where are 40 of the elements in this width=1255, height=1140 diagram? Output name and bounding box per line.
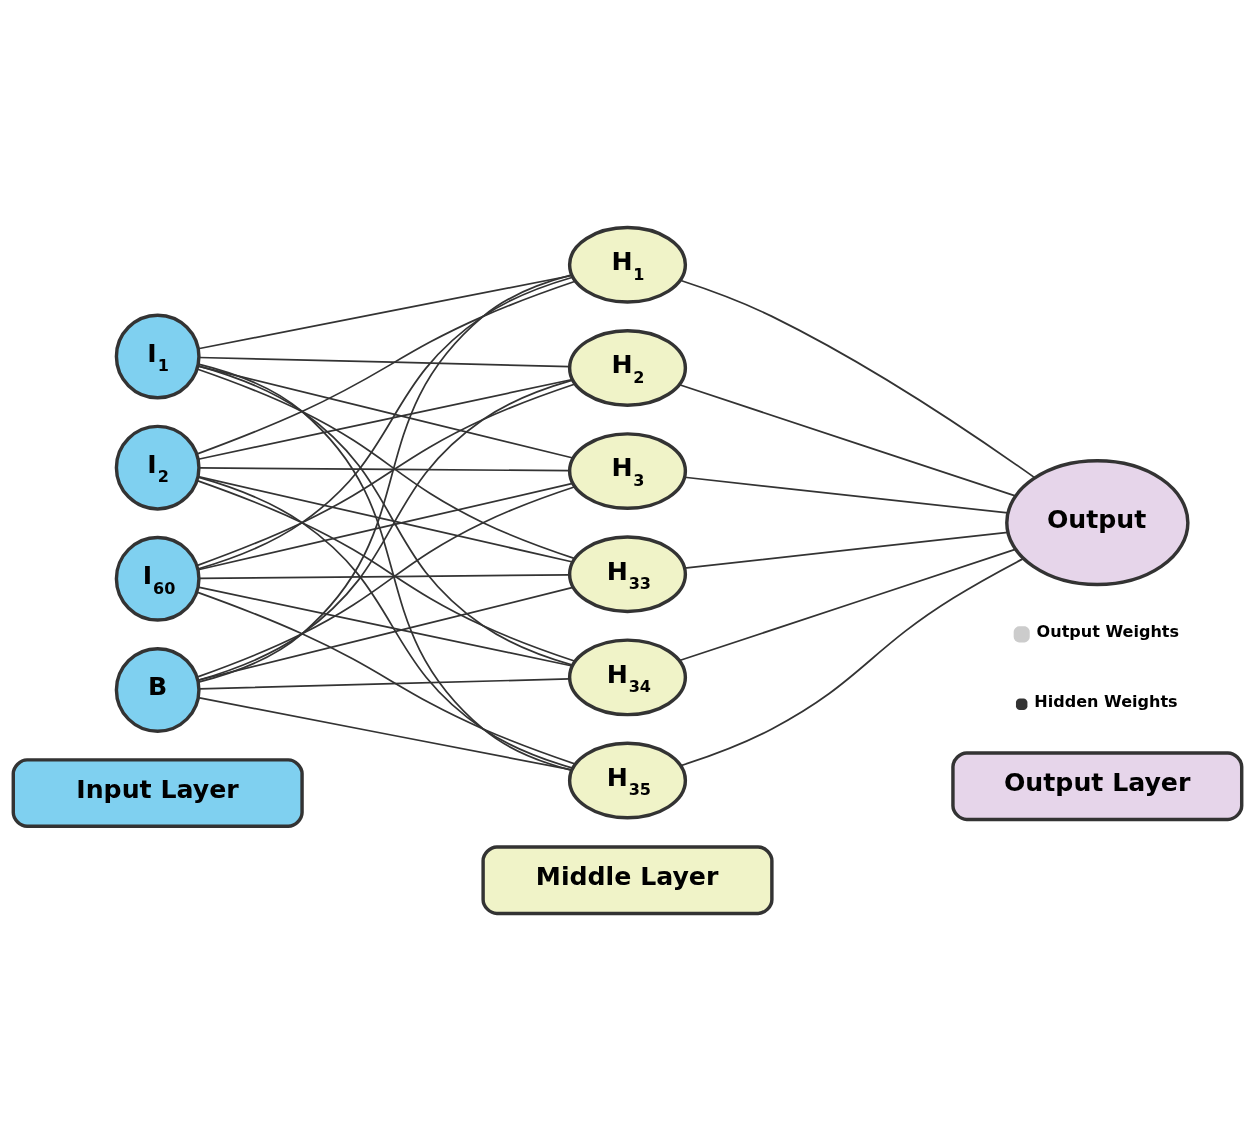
connector [198, 573, 571, 579]
node-ellipse: H$_{35}$ [567, 741, 688, 819]
node-box: Output Layer [951, 750, 1244, 821]
connector [198, 466, 571, 472]
legend-label: Output Weights [1036, 621, 1180, 641]
connector [198, 677, 571, 690]
connector [683, 475, 1009, 514]
connector [197, 274, 573, 350]
connector [196, 590, 577, 765]
connector [196, 275, 574, 570]
legend-label: Hidden Weights [1034, 691, 1178, 711]
node-ellipse: H$_{3}$ [567, 431, 688, 510]
node-circle: I$_{1}$ [114, 313, 201, 399]
node-ellipse: Output [1005, 458, 1190, 586]
connector [680, 557, 1025, 766]
connector [679, 278, 1036, 478]
connector [197, 586, 574, 681]
node-ellipse: H$_{1}$ [567, 225, 688, 304]
connector [197, 273, 573, 683]
connector [197, 378, 574, 460]
connector [683, 531, 1009, 569]
connector [197, 475, 574, 563]
connector [197, 475, 574, 769]
connector [197, 585, 574, 667]
node-ellipse: H$_{34}$ [567, 637, 688, 716]
node-circle: B [114, 646, 201, 733]
connector [678, 548, 1017, 661]
connector [195, 279, 577, 455]
node-box: Input Layer [11, 757, 304, 828]
connector [197, 362, 573, 771]
node-ellipse: H$_{2}$ [567, 328, 688, 407]
connector [678, 383, 1017, 497]
connector [198, 356, 571, 367]
node-circle: I$_{2}$ [114, 424, 201, 511]
node-ellipse: H$_{33}$ [567, 534, 688, 613]
connector [197, 696, 573, 771]
connector [197, 482, 574, 571]
connector [197, 364, 574, 459]
node-circle: I$_{60}$ [114, 535, 201, 622]
node-box: Middle Layer [481, 844, 774, 915]
